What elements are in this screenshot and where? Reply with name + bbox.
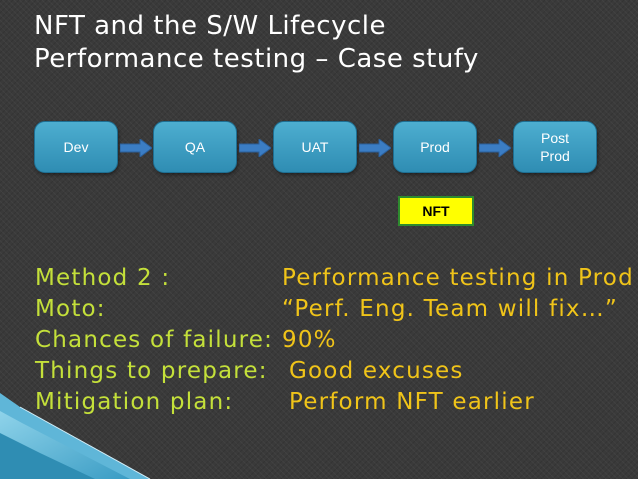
stage-uat-label: UAT bbox=[301, 139, 329, 155]
arrow-prod-postprod bbox=[479, 139, 511, 157]
stage-qa: QA bbox=[153, 121, 237, 173]
title-line-2: Performance testing – Case stufy bbox=[34, 44, 479, 74]
arrow-uat-prod bbox=[359, 139, 391, 157]
mitigation-label: Mitigation plan: bbox=[35, 389, 234, 415]
nft-badge: NFT bbox=[398, 196, 474, 226]
stage-post-prod: Post Prod bbox=[513, 121, 597, 173]
prepare-label: Things to prepare: bbox=[35, 358, 268, 384]
title-line-1: NFT and the S/W Lifecycle bbox=[34, 11, 386, 41]
stage-dev-label: Dev bbox=[63, 139, 89, 155]
moto-label: Moto: bbox=[35, 296, 106, 322]
slide-title: NFT and the S/W Lifecycle Performance te… bbox=[34, 10, 634, 76]
stage-qa-label: QA bbox=[184, 139, 206, 155]
chances-label: Chances of failure: bbox=[35, 327, 274, 353]
arrow-dev-qa bbox=[120, 139, 152, 157]
stage-post-prod-label: Post Prod bbox=[540, 130, 570, 164]
stage-prod: Prod bbox=[393, 121, 477, 173]
mitigation-value: Perform NFT earlier bbox=[289, 389, 535, 415]
prepare-value: Good excuses bbox=[289, 358, 464, 384]
nft-badge-label: NFT bbox=[422, 203, 450, 219]
corner-decoration bbox=[0, 393, 151, 479]
stage-dev: Dev bbox=[34, 121, 118, 173]
stage-uat: UAT bbox=[273, 121, 357, 173]
method-label: Method 2 : bbox=[35, 265, 171, 291]
stage-prod-label: Prod bbox=[420, 139, 450, 155]
method-value: Performance testing in Prod bbox=[282, 265, 634, 291]
moto-value: “Perf. Eng. Team will fix…” bbox=[282, 296, 619, 322]
chances-value: 90% bbox=[282, 327, 337, 353]
arrow-qa-uat bbox=[239, 139, 271, 157]
